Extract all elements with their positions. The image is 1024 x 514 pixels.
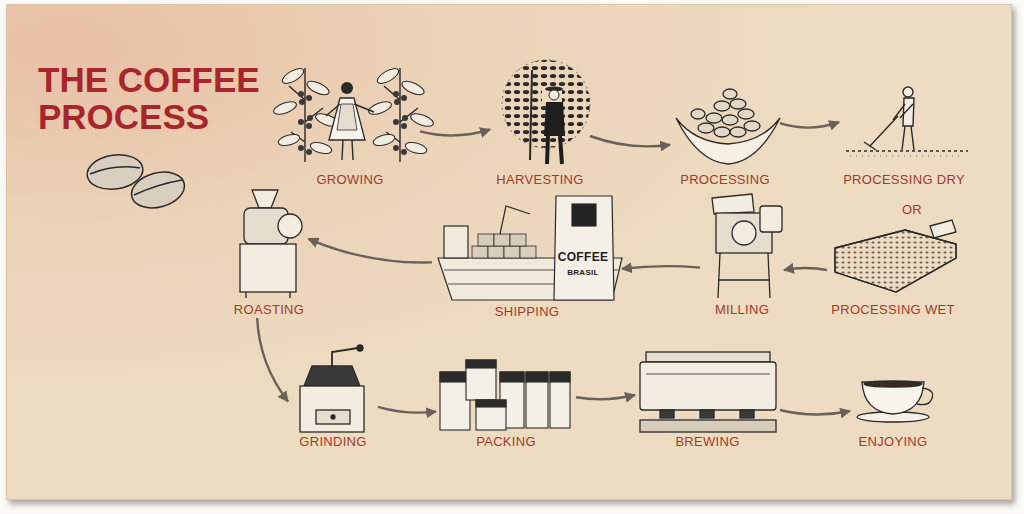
- brewing-illustration: [640, 352, 776, 432]
- stage-label: HARVESTING: [496, 172, 583, 188]
- process-stage: PROCESSING: [670, 80, 780, 188]
- wet-processing-illustration: [835, 220, 956, 292]
- processing-illustration: [676, 89, 780, 164]
- process-stage: MILLING: [700, 192, 784, 318]
- roasting-illustration: [240, 190, 302, 298]
- stage-label: BREWING: [675, 434, 739, 450]
- coffee-beans: [85, 151, 189, 213]
- flow-arrow: [309, 239, 433, 263]
- packing-illustration: [440, 360, 570, 430]
- process-stage: GRINDING: [288, 342, 378, 450]
- stage-label: GROWING: [316, 172, 383, 188]
- diagram-title: THE COFFEE PROCESS: [38, 62, 288, 136]
- stage-label: PROCESSING: [680, 172, 770, 188]
- flow-arrow: [420, 130, 490, 136]
- stage-label: ENJOYING: [859, 434, 928, 450]
- stage-label: ROASTING: [234, 302, 304, 318]
- flow-arrow: [378, 407, 436, 413]
- cup-illustration: [857, 381, 933, 422]
- process-stage: GROWING: [280, 62, 420, 188]
- stage-label: MILLING: [715, 302, 769, 318]
- process-stage: ROASTING: [230, 186, 309, 318]
- flow-arrow: [780, 410, 850, 415]
- process-stage: ENJOYING: [850, 372, 936, 450]
- process-stage: HARVESTING: [490, 58, 590, 188]
- stage-label: SHIPPING: [495, 304, 560, 320]
- flow-arrow: [590, 136, 670, 146]
- stage-label: PACKING: [476, 434, 536, 450]
- flow-arrow: [257, 318, 288, 401]
- process-stage: PROCESSING WET: [827, 222, 959, 318]
- flow-arrow: [780, 122, 839, 128]
- drying-illustration: [846, 87, 968, 156]
- flow-arrow: [622, 266, 700, 269]
- shipping-illustration: [438, 196, 622, 300]
- harvesting-illustration: [502, 60, 590, 164]
- growing-illustration: [272, 66, 435, 162]
- bag-text: COFFEE: [558, 250, 608, 264]
- or-note: OR: [902, 202, 922, 217]
- process-stage: BREWING: [635, 350, 780, 450]
- process-stage: PROCESSING DRY: [839, 78, 969, 188]
- bag-text: BRASIL: [567, 268, 599, 277]
- flow-arrow: [784, 268, 827, 270]
- milling-illustration: [712, 194, 782, 298]
- process-stage: PACKING: [436, 354, 576, 450]
- flow-arrow: [576, 395, 635, 399]
- grinding-illustration: [300, 345, 364, 432]
- stage-label: GRINDING: [299, 434, 366, 450]
- stage-label: PROCESSING WET: [831, 302, 954, 318]
- stage-label: PROCESSING DRY: [843, 172, 965, 188]
